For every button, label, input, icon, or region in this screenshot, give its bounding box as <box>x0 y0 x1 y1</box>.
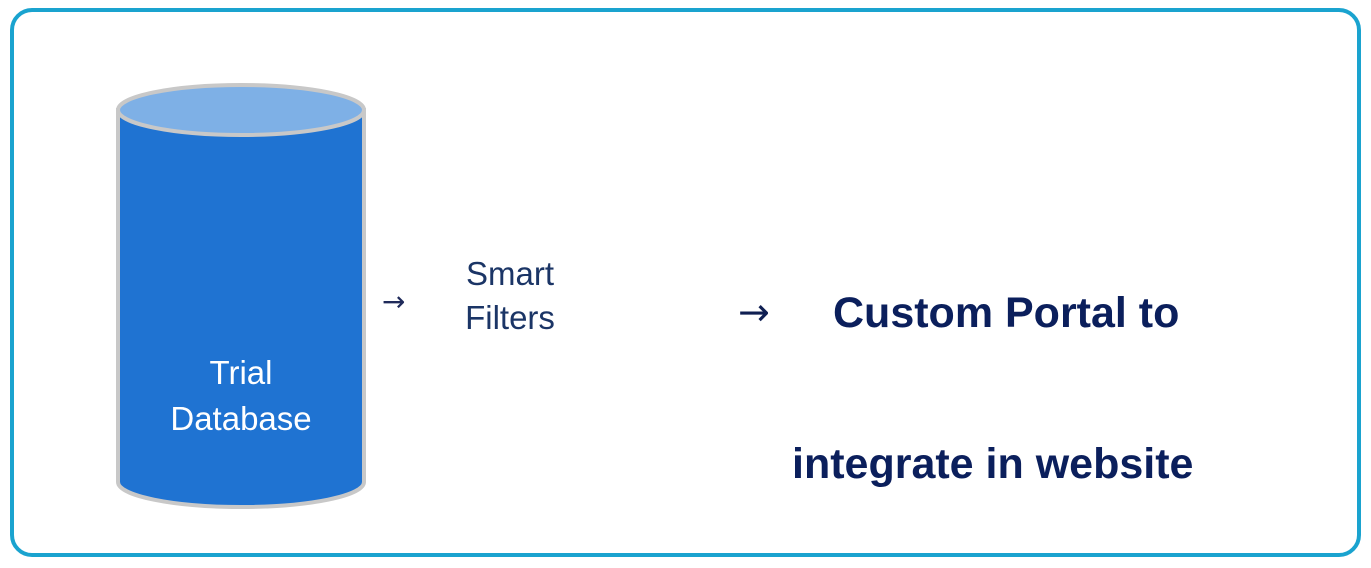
smart-filters-line2: Filters <box>465 299 555 336</box>
smart-filters-label: Smart Filters <box>430 252 590 340</box>
database-label-line2: Database <box>170 400 312 437</box>
right-arrow-icon: → <box>738 290 770 334</box>
database-label-line1: Trial <box>209 354 273 391</box>
right-arrow-icon: → <box>382 285 406 318</box>
database-cylinder-icon <box>116 83 366 509</box>
custom-portal-line1: Custom Portal to <box>833 289 1180 337</box>
smart-filters-line1: Smart <box>465 255 554 292</box>
database-label: Trial Database <box>115 350 367 442</box>
custom-portal-line2: integrate in website <box>792 440 1194 488</box>
database-cylinder: Trial Database <box>115 82 367 510</box>
